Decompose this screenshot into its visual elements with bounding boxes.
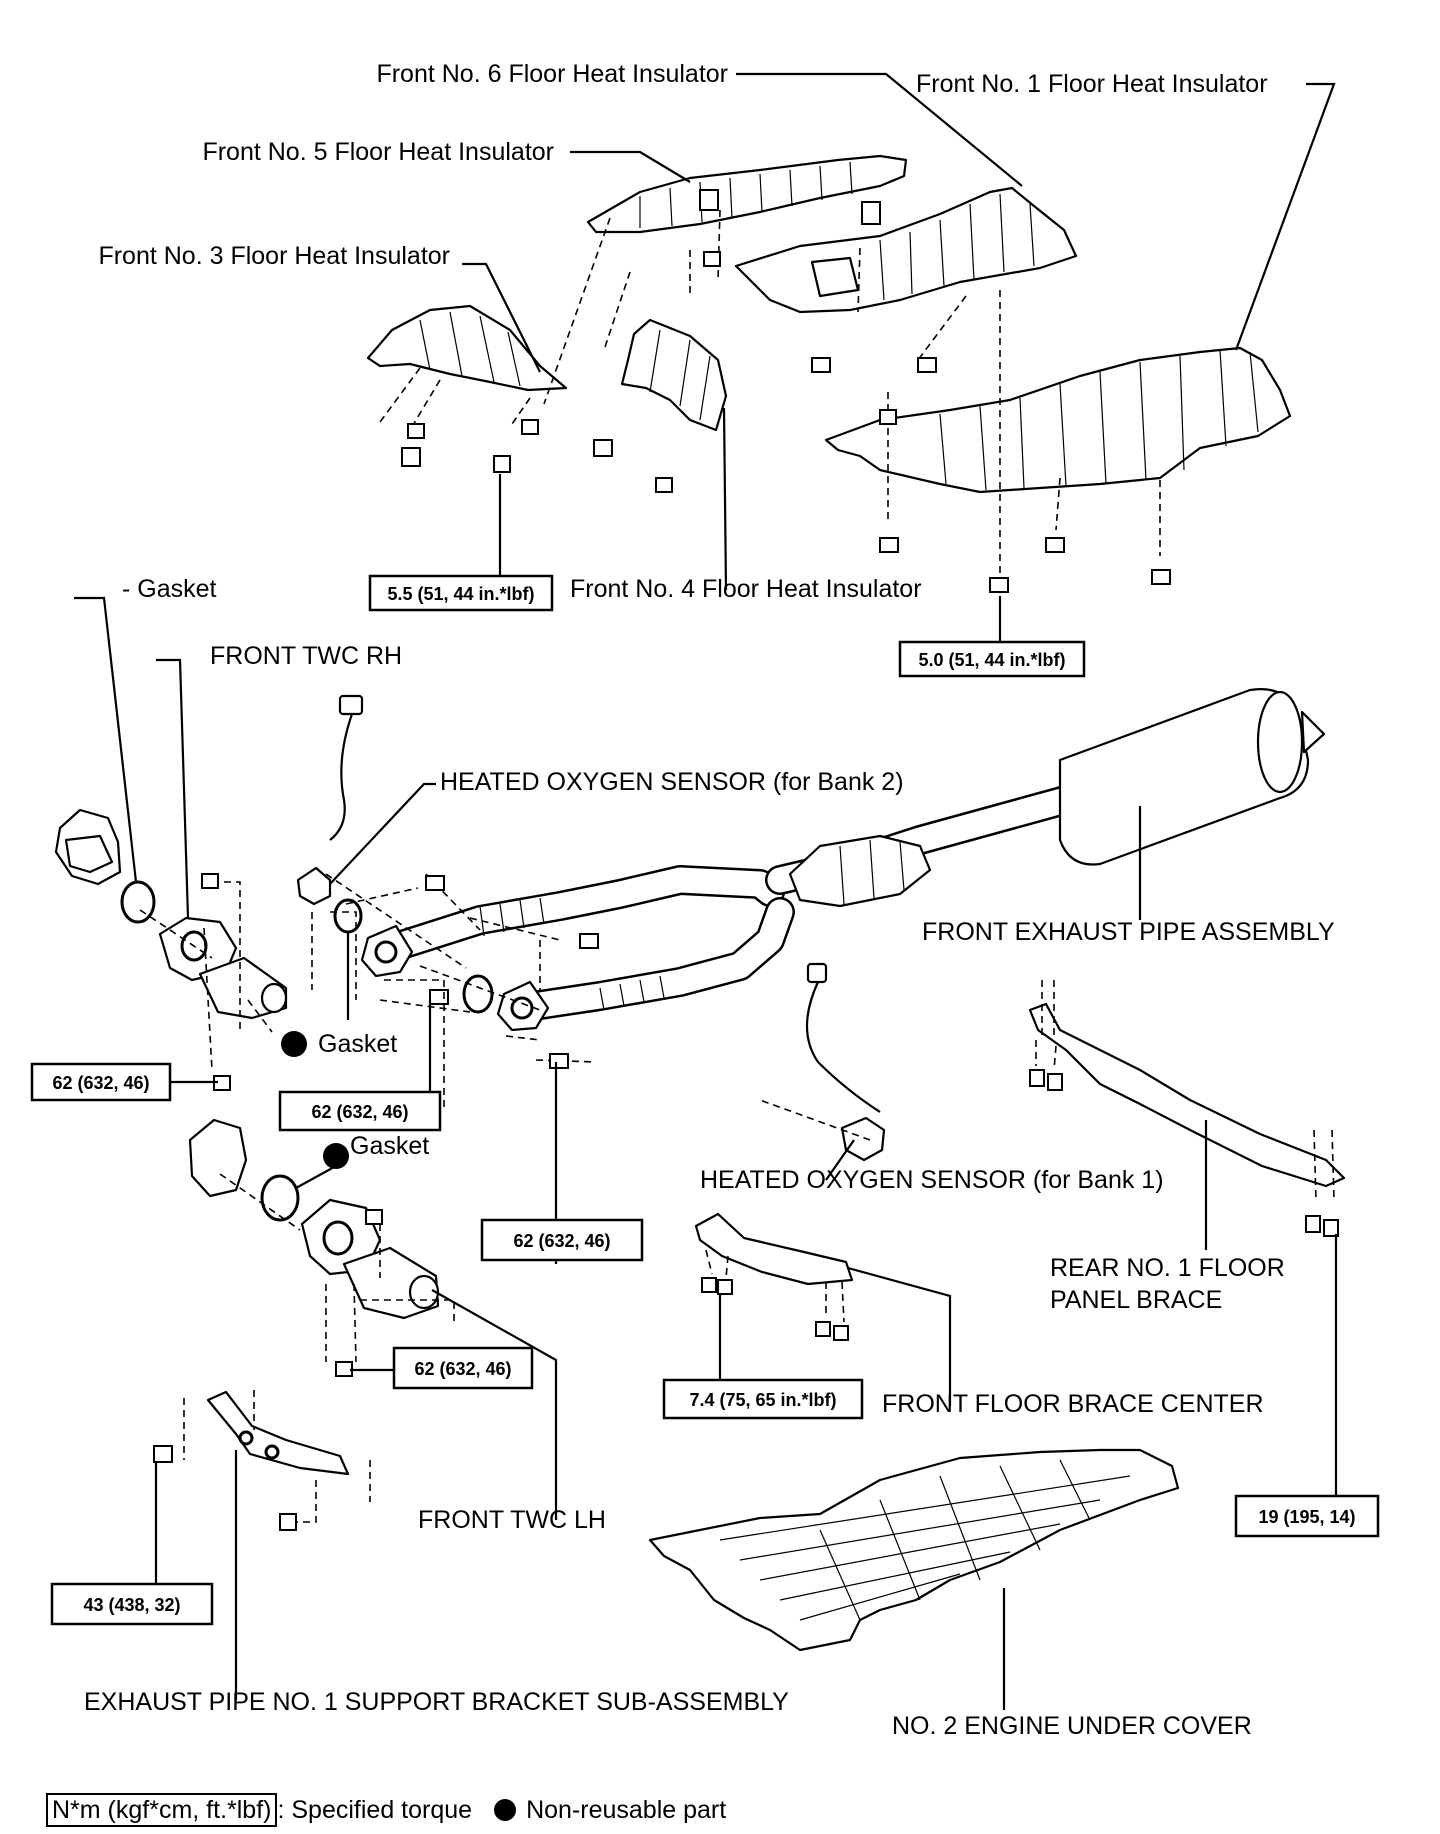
- oxygen-sensor-bank2: [296, 694, 364, 906]
- label-front-no6: Front No. 6 Floor Heat Insulator: [376, 60, 728, 88]
- legend-torque-box: N*m (kgf*cm, ft.*lbf): [46, 1793, 278, 1827]
- label-front-no3: Front No. 3 Floor Heat Insulator: [98, 242, 450, 270]
- torque-spec-1: 5.5 (51, 44 in.*lbf): [368, 574, 554, 612]
- torque-spec-9: 19 (195, 14): [1234, 1494, 1380, 1538]
- exhaust-bolts: [425, 875, 599, 1069]
- rear-brace-bolts: [1029, 1069, 1339, 1237]
- oxygen-sensor-bank1: [805, 962, 886, 1162]
- label-front-floor-brace: FRONT FLOOR BRACE CENTER: [882, 1390, 1264, 1418]
- label-under-cover: NO. 2 ENGINE UNDER COVER: [892, 1712, 1252, 1740]
- front-no5-insulator: [586, 154, 908, 234]
- front-exhaust-pipe-assembly: [360, 688, 1326, 1032]
- label-rear-brace-1: REAR NO. 1 FLOOR: [1050, 1254, 1285, 1282]
- torque-spec-3: 62 (632, 46): [30, 1062, 172, 1102]
- legend-torque-desc: : Specified torque: [277, 1795, 473, 1824]
- front-floor-brace-center: [694, 1212, 854, 1286]
- svg-text:5.0 (51, 44 in.*lbf): 5.0 (51, 44 in.*lbf): [918, 650, 1065, 670]
- svg-text:5.5 (51, 44 in.*lbf): 5.5 (51, 44 in.*lbf): [387, 584, 534, 604]
- gasket-mid: [333, 898, 363, 934]
- label-gasket-mid: Gasket: [318, 1030, 397, 1058]
- front-twc-lh: [188, 1118, 440, 1320]
- brace-center-bolts: [701, 1277, 849, 1341]
- svg-text:7.4 (75, 65 in.*lbf): 7.4 (75, 65 in.*lbf): [689, 1390, 836, 1410]
- label-front-no1: Front No. 1 Floor Heat Insulator: [916, 70, 1268, 98]
- svg-text:62 (632, 46): 62 (632, 46): [414, 1359, 511, 1379]
- front-no1-insulator: [824, 346, 1292, 494]
- svg-text:19 (195, 14): 19 (195, 14): [1258, 1507, 1355, 1527]
- svg-text:62 (632, 46): 62 (632, 46): [311, 1102, 408, 1122]
- torque-spec-7: 7.4 (75, 65 in.*lbf): [662, 1378, 864, 1420]
- label-front-no5: Front No. 5 Floor Heat Insulator: [202, 138, 554, 166]
- svg-text:62 (632, 46): 62 (632, 46): [513, 1231, 610, 1251]
- front-no3-insulator: [366, 304, 568, 392]
- engine-under-cover: [648, 1448, 1180, 1652]
- torque-spec-4: 62 (632, 46): [278, 1090, 442, 1132]
- label-support-bracket: EXHAUST PIPE NO. 1 SUPPORT BRACKET SUB-A…: [84, 1688, 789, 1716]
- label-gasket-low: Gasket: [350, 1132, 429, 1160]
- legend-non-reusable-desc: Non-reusable part: [526, 1795, 727, 1824]
- label-front-twc-rh: FRONT TWC RH: [210, 642, 402, 670]
- svg-text:43 (438, 32): 43 (438, 32): [83, 1595, 180, 1615]
- support-bracket: [206, 1390, 350, 1476]
- torque-spec-5: 62 (632, 46): [480, 1218, 644, 1262]
- torque-spec-8: 43 (438, 32): [50, 1582, 214, 1626]
- svg-text:62 (632, 46): 62 (632, 46): [52, 1073, 149, 1093]
- label-oxy-bank2: HEATED OXYGEN SENSOR (for Bank 2): [440, 768, 904, 796]
- label-front-twc-lh: FRONT TWC LH: [418, 1506, 606, 1534]
- label-front-exhaust-pipe: FRONT EXHAUST PIPE ASSEMBLY: [922, 918, 1335, 946]
- insulator-fasteners: [401, 189, 1171, 593]
- label-front-no4: Front No. 4 Floor Heat Insulator: [570, 575, 922, 603]
- legend: N*m (kgf*cm, ft.*lbf) : Specified torque…: [46, 1793, 726, 1827]
- rear-floor-panel-brace: [1028, 1002, 1346, 1188]
- label-gasket-top: - Gasket: [122, 575, 217, 603]
- front-no4-insulator: [620, 318, 728, 432]
- torque-spec-6: 62 (632, 46): [392, 1346, 534, 1390]
- label-rear-brace-2: PANEL BRACE: [1050, 1286, 1222, 1314]
- front-twc-rh: [54, 808, 288, 1020]
- non-reusable-dot-icon: [494, 1799, 517, 1821]
- torque-spec-2: 5.0 (51, 44 in.*lbf): [898, 640, 1086, 678]
- label-oxy-bank1: HEATED OXYGEN SENSOR (for Bank 1): [700, 1166, 1164, 1194]
